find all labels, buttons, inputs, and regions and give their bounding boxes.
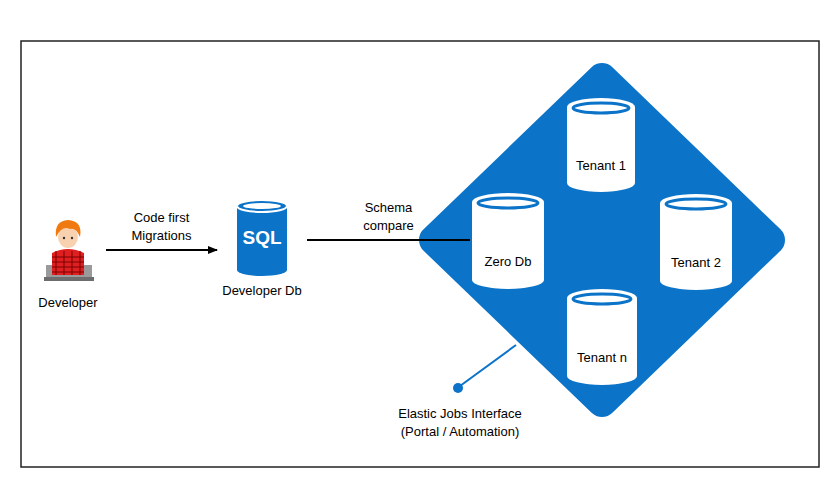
node-label: Tenant 1 bbox=[565, 157, 637, 175]
connector bbox=[106, 249, 217, 251]
database-cylinder bbox=[470, 192, 546, 290]
developer: Developer bbox=[30, 215, 106, 315]
node-label: Developer Db bbox=[207, 282, 317, 300]
sql-mark: SQL bbox=[217, 227, 307, 249]
node-label: Tenant n bbox=[565, 349, 639, 367]
edge-label: Code first Migrations bbox=[114, 209, 210, 245]
tenant-database: Tenant 1 bbox=[565, 97, 637, 193]
sql-database: SQLDeveloper Db bbox=[217, 200, 307, 300]
database-cylinder bbox=[565, 288, 639, 386]
callout-label: Elastic Jobs Interface (Portal / Automat… bbox=[385, 405, 535, 441]
node-label: Developer bbox=[20, 294, 116, 312]
tenant-database: Tenant n bbox=[565, 288, 639, 386]
database-cylinder bbox=[565, 97, 637, 193]
tenant-database: Zero Db bbox=[470, 192, 546, 290]
node-label: Tenant 2 bbox=[658, 254, 734, 272]
node-label: Zero Db bbox=[470, 253, 546, 271]
edge-label: Schema compare bbox=[341, 199, 437, 235]
tenant-database: Tenant 2 bbox=[658, 193, 734, 291]
connector bbox=[307, 239, 470, 241]
database-cylinder bbox=[658, 193, 734, 291]
elastic-pool: Elastic Jobs Interface (Portal / Automat… bbox=[418, 62, 786, 418]
